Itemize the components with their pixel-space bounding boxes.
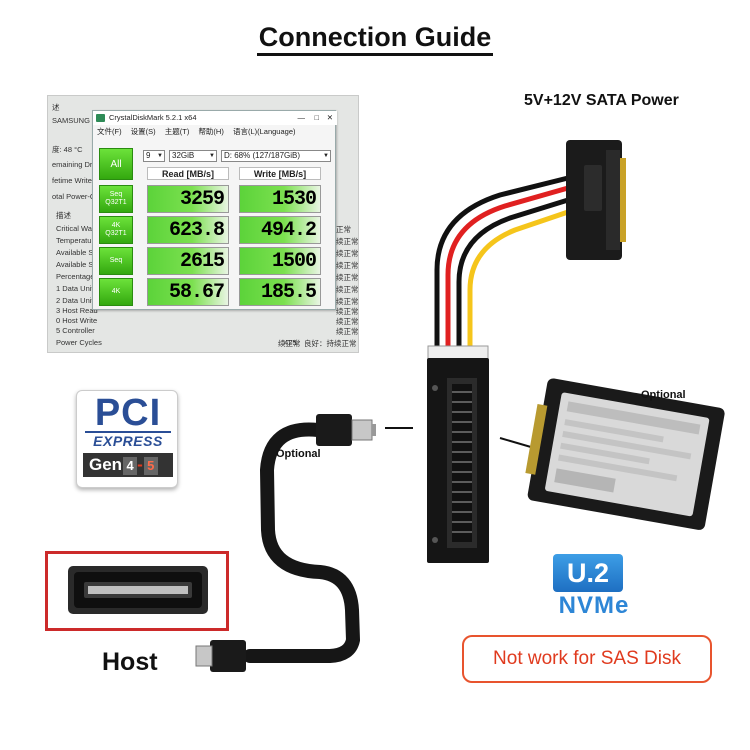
sata-black-wire-2 — [456, 197, 569, 350]
menu-theme[interactable]: 主题(T) — [164, 127, 190, 136]
read-value: 623.8 — [147, 216, 229, 244]
crystaldiskmark-window: CrystalDiskMark 5.2.1 x64 — □ ✕ 文件(F) 设置… — [92, 110, 337, 310]
read-header: Read [MB/s] — [147, 167, 229, 180]
gen-prefix: Gen — [89, 455, 123, 474]
write-value: 1500 — [239, 247, 321, 275]
bg-text: SAMSUNG MZV — [52, 116, 108, 125]
bg-status: 续正常 — [336, 261, 359, 270]
bg-status: 续正常 — [336, 285, 359, 294]
maximize-icon[interactable]: □ — [314, 113, 319, 122]
bg-row: 1 Data Units — [56, 284, 98, 293]
bg-text: fetime Write — [52, 176, 92, 185]
sata-power-label: 5V+12V SATA Power — [524, 92, 679, 109]
u2-adapter-board — [427, 345, 489, 563]
bg-status: 续正常 — [336, 327, 359, 336]
u2-ssd — [525, 378, 725, 530]
window-title: CrystalDiskMark 5.2.1 x64 — [109, 113, 197, 122]
menu-settings[interactable]: 设置(S) — [130, 127, 156, 136]
bg-row: Percentage — [56, 272, 95, 281]
bg-status: 续正常 — [336, 273, 359, 282]
optional-ssd-label: Optional — [641, 389, 686, 401]
write-value: 1530 — [239, 185, 321, 213]
bg-row: Critical Wa — [56, 224, 92, 233]
bg-row: Available S — [56, 260, 94, 269]
page-title-wrap: Connection Guide — [0, 22, 750, 56]
read-value: 58.67 — [147, 278, 229, 306]
read-value: 3259 — [147, 185, 229, 213]
u2-badge: U.2 — [553, 554, 623, 592]
gen-5: 5 — [143, 456, 158, 475]
menu-language[interactable]: 语言(L)(Language) — [232, 127, 296, 136]
pcie-logo-subtext: EXPRESS — [77, 431, 179, 449]
row-label-top: 4K — [111, 288, 121, 295]
bg-status: 续正常 — [336, 297, 359, 306]
menu-help[interactable]: 帮助(H) — [198, 127, 224, 136]
count-select[interactable]: 9 — [143, 150, 165, 162]
row-label-top: Seq — [109, 257, 123, 264]
row-label-bottom: Q32T1 — [105, 230, 127, 237]
row-label-top: 4K — [111, 222, 121, 229]
optional-cable-label: Optional — [276, 448, 321, 460]
row-label-bottom: Q32T1 — [105, 199, 127, 206]
bg-row: 2 Data Units — [56, 296, 98, 305]
size-select[interactable]: 32GiB — [169, 150, 217, 162]
health-status: 良好：持续正常 — [304, 339, 357, 348]
menu-file[interactable]: 文件(F) — [97, 127, 122, 136]
bg-row: Power Cycles — [56, 338, 102, 347]
host-label: Host — [102, 648, 158, 676]
app-icon — [96, 114, 105, 122]
sata-black-wire-1 — [434, 175, 569, 350]
gen-sep: - — [137, 455, 143, 474]
gen-4: 4 — [123, 456, 138, 475]
sas-warning-box: Not work for SAS Disk — [462, 635, 712, 683]
page-title: Connection Guide — [256, 22, 494, 56]
bg-status: 续正常 — [336, 237, 359, 246]
bg-text: 述 — [52, 103, 60, 112]
bg-row: 5 Controller — [56, 326, 95, 335]
drive-select[interactable]: D: 68% (127/187GiB) — [221, 150, 331, 162]
bg-status: 续正常 — [336, 249, 359, 258]
write-header: Write [MB/s] — [239, 167, 321, 180]
menu-bar: 文件(F) 设置(S) 主题(T) 帮助(H) 语言(L)(Language) — [97, 126, 302, 137]
close-icon[interactable]: ✕ — [326, 113, 333, 122]
row-label-top: Seq — [109, 191, 123, 198]
window-titlebar: CrystalDiskMark 5.2.1 x64 — □ ✕ — [93, 111, 337, 125]
minimize-icon[interactable]: — — [297, 113, 306, 122]
test-seq-button[interactable]: Seq — [99, 247, 133, 275]
bg-text: 度: 48 °C — [52, 145, 83, 154]
bg-text: otal Power-O — [52, 192, 96, 201]
pcie-logo-text: PCI — [94, 392, 162, 434]
bg-status: 续正常 — [336, 307, 359, 316]
sata-red-wire — [445, 185, 569, 350]
cable-connector-bottom — [195, 640, 246, 672]
oculink-cable — [243, 422, 361, 663]
power-cycles-value: 425 — [284, 338, 297, 347]
host-port-image — [68, 566, 208, 614]
test-4k-button[interactable]: 4K — [99, 278, 133, 306]
write-value: 494.2 — [239, 216, 321, 244]
read-value: 2615 — [147, 247, 229, 275]
write-value: 185.5 — [239, 278, 321, 306]
host-port-frame — [45, 551, 229, 631]
nvme-text: NVMe — [558, 592, 630, 619]
bg-text: emaining Dri — [52, 160, 95, 169]
bg-row: 0 Host Write — [56, 316, 98, 325]
sata-yellow-wire — [467, 209, 569, 350]
bg-row: Available S — [56, 248, 94, 257]
cable-connector-top — [316, 414, 376, 446]
all-button[interactable]: All — [99, 148, 133, 180]
bg-row: Temperatu — [56, 236, 92, 245]
bg-status: 正常 — [336, 225, 351, 234]
bg-row: 描述 — [56, 211, 71, 220]
bg-row: 3 Host Read — [56, 306, 98, 315]
bg-status: 续正常 — [278, 339, 301, 348]
sata-power-connector — [566, 140, 626, 260]
bg-status: 续正常 — [336, 317, 359, 326]
